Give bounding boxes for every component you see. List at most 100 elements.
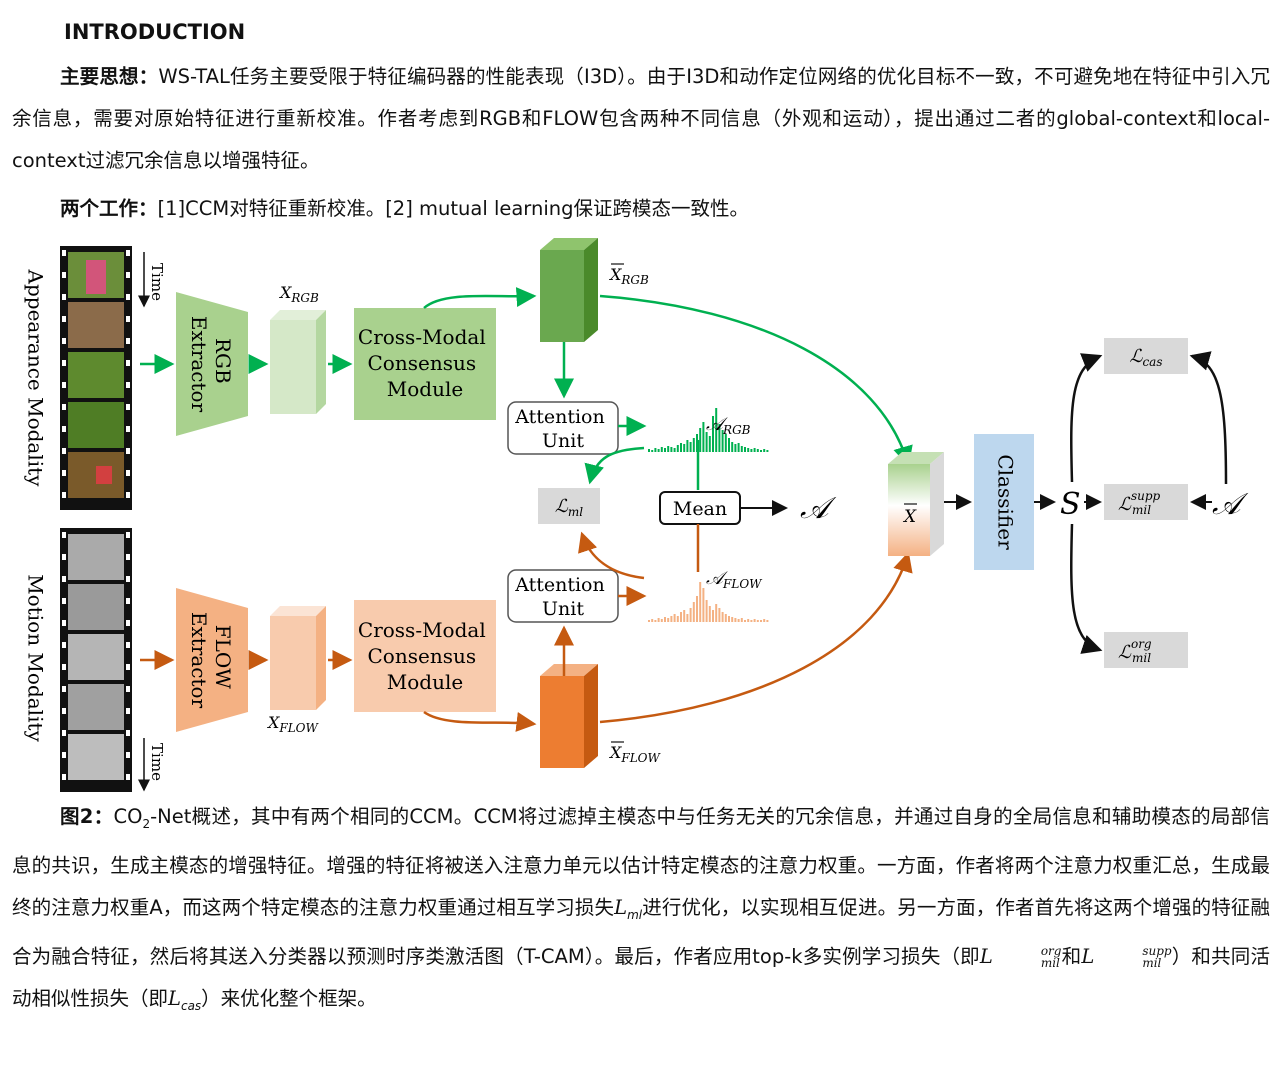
ccm-rgb-label-2: Consensus (368, 351, 477, 375)
two-works-paragraph: 两个工作：[1]CCM对特征重新校准。[2] mutual learning保证… (12, 188, 1270, 230)
attention-rgb-histogram (648, 408, 769, 452)
arrow-ccm-to-xbar-flow (423, 710, 537, 732)
histogram-bar (744, 447, 746, 452)
histogram-bar (744, 620, 746, 622)
caption-t5: ）来优化整个框架。 (201, 986, 377, 1010)
rgb-extractor-label-1: RGB (211, 338, 235, 384)
histogram-bar (715, 604, 718, 622)
att-rgb-l1: Attention (514, 406, 605, 428)
histogram-bar (667, 446, 670, 452)
histogram-bar (660, 619, 663, 622)
histogram-bar (712, 610, 714, 622)
arrow-xbar-flow-to-fuse (599, 551, 913, 724)
histogram-bar (686, 440, 689, 452)
arrow-argb-to-lml (584, 446, 645, 485)
flow-extractor-label: FLOW Extractor (187, 612, 235, 709)
histogram-bar (651, 450, 654, 452)
time-label-bottom: Time (148, 743, 166, 781)
histogram-bar (667, 618, 670, 622)
histogram-bar (670, 616, 673, 622)
arrow-aflow-to-lml (578, 531, 645, 580)
a-output-label: 𝒜 (800, 491, 837, 526)
classifier-box (974, 434, 1034, 570)
histogram-bar (740, 618, 743, 622)
histogram-bar (686, 614, 689, 622)
histogram-bar (737, 443, 740, 452)
histogram-bar (657, 618, 660, 622)
histogram-bar (728, 616, 730, 622)
histogram-bar (756, 620, 759, 622)
ccm-rgb (354, 308, 496, 420)
ccm-flow-label-1: Cross-Modal (358, 618, 486, 642)
a-rgb-label: 𝒜RGB (706, 414, 751, 437)
a-right-label: 𝒜 (1212, 487, 1249, 522)
ccm-rgb-label-3: Module (387, 377, 463, 401)
caption-t1: CO (113, 805, 143, 828)
fused-x-label: X (902, 507, 917, 527)
histogram-bar (724, 614, 727, 622)
arrow-a-to-cas (1189, 351, 1228, 485)
caption-t3: 进行优化，以实现相互促进。另一方面，作者首先将这两个增强的特征融合为融合特征，然… (12, 895, 1270, 968)
histogram-bar (689, 442, 692, 452)
main-idea-paragraph: 主要思想：WS-TAL任务主要受限于特征编码器的性能表现（I3D）。由于I3D和… (12, 56, 1270, 182)
ccm-flow-label-3: Module (387, 670, 463, 694)
histogram-bar (673, 448, 676, 452)
histogram-bar (708, 436, 711, 452)
histogram-bar (708, 606, 711, 622)
histogram-bar (683, 610, 686, 622)
xbar-flow-label: XFLOW (608, 743, 662, 765)
motion-film-strip (60, 528, 132, 792)
histogram-bar (734, 444, 737, 452)
fused-x-cube (888, 452, 944, 556)
classifier-label: Classifier (994, 454, 1018, 550)
histogram-bar (747, 448, 750, 452)
histogram-bar (750, 620, 753, 622)
caption-t1-sub: 2 (142, 816, 151, 831)
histogram-bar (705, 432, 708, 452)
caption-lcas: L (168, 986, 181, 1010)
histogram-bar (654, 448, 657, 452)
histogram-bar (702, 588, 705, 622)
film-perforations (62, 250, 130, 780)
xbar-flow-cube (540, 664, 598, 768)
co2-net-figure: Appearance Modality Motion Modality Time… (24, 238, 1249, 792)
histogram-bar (657, 449, 660, 452)
caption-lorg-sup: org (1040, 944, 1062, 959)
attention-unit-rgb-label: Attention Unit (514, 406, 611, 452)
histogram-bar (753, 619, 756, 622)
histogram-bar (731, 442, 734, 452)
histogram-bar (760, 450, 762, 452)
histogram-bar (740, 446, 743, 452)
main-idea-label: 主要思想： (60, 65, 159, 88)
caption-t4: ）和共同活动相似性损失（即 (12, 944, 1270, 1010)
flow-extractor-label-1: FLOW (211, 625, 235, 690)
caption-t2: -Net概述，其中有两个相同的CCM。CCM将过滤掉主模态中与任务无关的冗余信息… (12, 805, 1270, 919)
arrow-ccm-to-xbar-rgb (423, 287, 537, 309)
rgb-extractor-label: RGB Extractor (187, 316, 235, 413)
xbar-rgb-label: XRGB (608, 265, 649, 287)
ccm-rgb-label: Cross-Modal Consensus Module (358, 325, 492, 401)
caption-lorg-sub: mil (1040, 956, 1060, 971)
histogram-bar (747, 619, 750, 622)
caption-lsupp: L (1081, 944, 1095, 968)
x-flow-label: XFLOW (266, 713, 320, 735)
x-flow-cube (270, 606, 326, 710)
caption-lml: L (614, 895, 628, 919)
loss-org-box (1104, 632, 1188, 668)
histogram-bar (664, 448, 666, 452)
att-rgb-l2: Unit (542, 430, 584, 452)
loss-ml-box (538, 488, 600, 524)
att-flow-l2: Unit (542, 598, 584, 620)
histogram-bar (756, 449, 759, 452)
histogram-bar (731, 617, 734, 622)
caption-lml-sub: ml (627, 907, 643, 922)
rgb-extractor-label-2: Extractor (187, 316, 211, 413)
histogram-bar (699, 428, 702, 452)
arrow-xbar-rgb-to-fuse (599, 294, 913, 467)
loss-ml-label: ℒml (555, 496, 583, 519)
histogram-bar (721, 612, 724, 622)
histogram-bar (660, 447, 663, 452)
